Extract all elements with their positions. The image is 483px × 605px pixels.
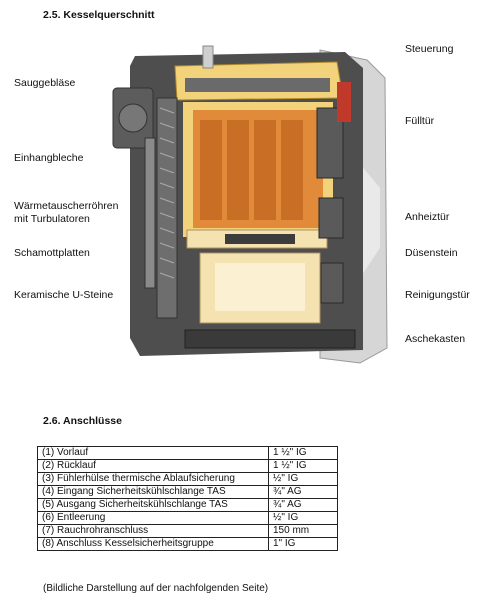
firebox-panels (200, 120, 303, 220)
connection-size-cell: ½" IG (268, 511, 338, 525)
connection-name-cell: (4) Eingang Sicherheitskühlschlange TAS (37, 485, 269, 499)
turbulator-coils (159, 107, 175, 279)
label-control: Steuerung (405, 43, 454, 55)
flue-pipe (202, 45, 214, 69)
section-title-cross-section: 2.5. Kesselquerschnitt (43, 9, 155, 21)
suction-fan-rotor (118, 103, 148, 133)
connection-name-cell: (3) Fühlerhülse thermische Ablaufsicheru… (37, 472, 269, 486)
connection-name-cell: (2) Rücklauf (37, 459, 269, 473)
hanging-plate (144, 137, 156, 289)
table-row: (3) Fühlerhülse thermische Ablaufsicheru… (37, 472, 338, 486)
label-ceramic-u-stones: Keramische U-Steine (14, 289, 114, 301)
footnote: (Bildliche Darstellung auf der nachfolge… (43, 583, 269, 594)
label-fill-door: Fülltür (405, 115, 435, 127)
label-chamotte-plates: Schamottplatten (14, 247, 90, 259)
label-heat-exchanger-tubes: Wärmetauscherröhren mit Turbulatoren (14, 200, 118, 226)
connection-size-cell: ¾" AG (268, 485, 338, 499)
connection-name-cell: (5) Ausgang Sicherheitskühlschlange TAS (37, 498, 269, 512)
top-cover (185, 78, 330, 92)
nozzle-stone (225, 234, 295, 244)
label-cleaning-door: Reinigungstür (405, 289, 470, 301)
ignition-door (318, 197, 344, 239)
connection-size-cell: 1 ½" IG (268, 459, 338, 473)
boiler-cross-section-illustration (112, 45, 388, 364)
section-title-connections: 2.6. Anschlüsse (43, 415, 122, 427)
control-badge (337, 82, 351, 122)
label-heat-exchanger-line1: Wärmetauscherröhren (14, 200, 119, 212)
lower-chamber-opening (215, 263, 305, 311)
connection-name-cell: (6) Entleerung (37, 511, 269, 525)
ash-box (184, 329, 356, 349)
connection-name-cell: (7) Rauchrohranschluss (37, 524, 269, 538)
cleaning-door (320, 262, 344, 304)
connection-size-cell: ½" IG (268, 472, 338, 486)
connection-size-cell: ¾" AG (268, 498, 338, 512)
label-suction-fan: Sauggebläse (14, 77, 76, 89)
connection-size-cell: 1" IG (268, 537, 338, 551)
heat-exchanger-column (156, 97, 178, 319)
label-hanging-plates: Einhangbleche (14, 152, 84, 164)
label-heat-exchanger-line2: mit Turbulatoren (14, 213, 90, 225)
connection-name-cell: (8) Anschluss Kesselsicherheitsgruppe (37, 537, 269, 551)
label-nozzle-stone: Düsenstein (405, 247, 458, 259)
label-ash-box: Aschekasten (405, 333, 466, 345)
connection-size-cell: 1 ½" IG (268, 446, 338, 460)
label-ignition-door: Anheiztür (405, 211, 450, 223)
connection-size-cell: 150 mm (268, 524, 338, 538)
connection-name-cell: (1) Vorlauf (37, 446, 269, 460)
